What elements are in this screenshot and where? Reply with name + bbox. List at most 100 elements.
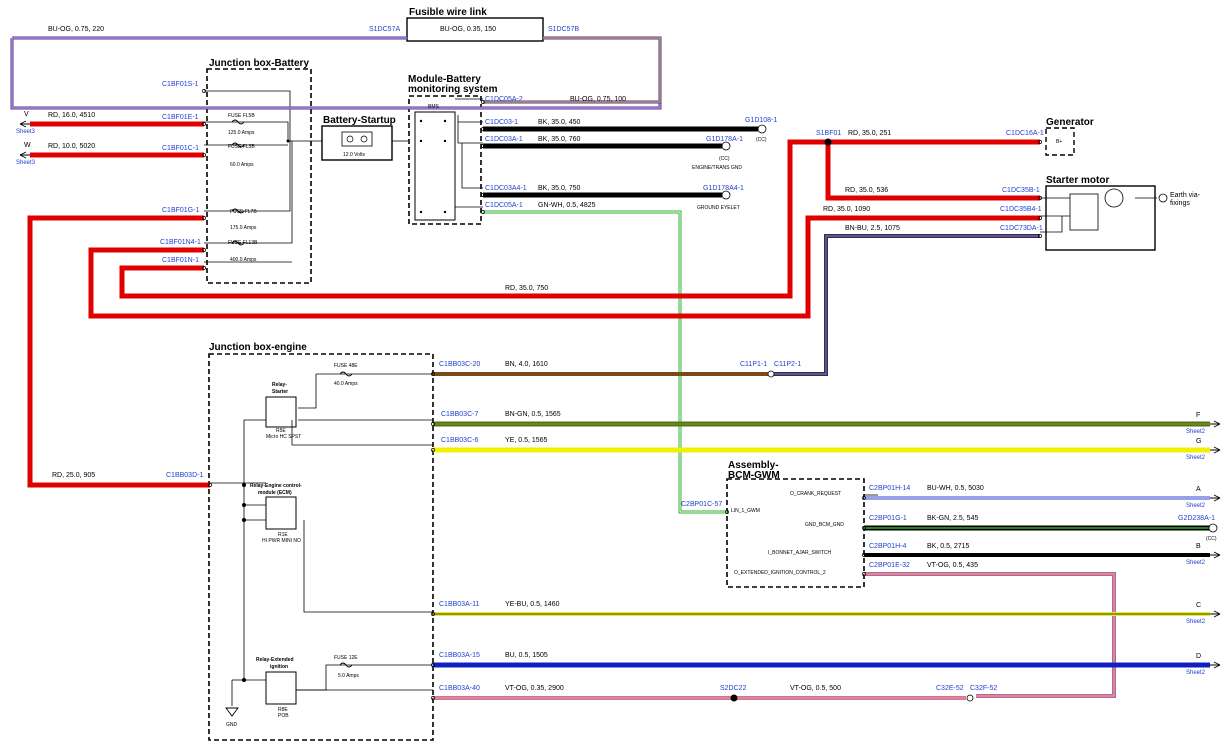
offpage-d: D bbox=[1196, 653, 1201, 660]
pin-c1bb03a40: C1BB03A-40 bbox=[439, 685, 480, 692]
pin-c1bf01g: C1BF01G-1 bbox=[162, 207, 199, 214]
relay-ecm-title-1: Relay-Engine control- bbox=[250, 483, 302, 489]
wire-label-fusible: BU-OG, 0.35, 150 bbox=[440, 26, 496, 33]
wire-label-vtog500: VT-OG, 0.5, 500 bbox=[790, 685, 841, 692]
pin-c1bf01n: C1BF01N-1 bbox=[162, 257, 199, 264]
pin-c1bb03d: C1BB03D-1 bbox=[166, 472, 203, 479]
fuse-48e-rating: 40.0 Amps bbox=[334, 381, 358, 387]
cc-label-1: (CC) bbox=[756, 137, 767, 143]
offpage-w: W bbox=[24, 142, 31, 149]
connector-markers bbox=[202, 89, 1042, 700]
wire-label-bu1505: BU, 0.5, 1505 bbox=[505, 652, 548, 659]
offpage-arrows bbox=[19, 120, 1221, 669]
internal-wiring bbox=[204, 90, 1157, 706]
bms-title-2: monitoring system bbox=[408, 84, 498, 95]
fuse-fl13b-rating: 400.0 Amps bbox=[230, 257, 257, 263]
pin-c1dc03a4: C1DC03A4-1 bbox=[485, 185, 527, 192]
wire-rd-750 bbox=[88, 215, 1040, 319]
jb-battery-title: Junction box-Battery bbox=[209, 58, 309, 69]
offpage-g-sheet[interactable]: Sheet2 bbox=[1186, 455, 1206, 461]
pin-c1bf01s: C1BF01S-1 bbox=[162, 81, 199, 88]
relay-starter-title-1: Relay- bbox=[272, 382, 287, 388]
wire-label-rd905: RD, 25.0, 905 bbox=[52, 472, 95, 479]
earth-label-2: fixings bbox=[1170, 200, 1190, 207]
signal-lin: LIN_1_GWM bbox=[731, 508, 760, 514]
splice-dots bbox=[242, 138, 832, 702]
pin-c1bb03c20: C1BB03C-20 bbox=[439, 361, 480, 368]
pin-c2bp01c57: C2BP01C-57 bbox=[681, 501, 722, 508]
gnd-label: GND bbox=[226, 722, 238, 728]
battery-startup-box bbox=[321, 125, 393, 161]
pin-c2bp01g1: C2BP01G-1 bbox=[869, 515, 907, 522]
pin-c1dc16a: C1DC16A-1 bbox=[1006, 130, 1044, 137]
relay-starter-title-2: Starter bbox=[272, 389, 288, 395]
junction-box-battery bbox=[206, 68, 312, 284]
wire-rd-536 bbox=[825, 142, 1040, 201]
pin-c1dc35b4: C1DC35B4-1 bbox=[1000, 206, 1042, 213]
wire-label-vtog435: VT-OG, 0.5, 435 bbox=[927, 562, 978, 569]
wire-bu-og-150-stripe bbox=[483, 37, 661, 103]
fuse-fl5b-label: FUSE FL5B bbox=[228, 113, 255, 119]
wire-bu-og-220-stripe bbox=[11, 37, 661, 109]
pin-c2bp01e32: C2BP01E-32 bbox=[869, 562, 910, 569]
wire-rd-400a bbox=[119, 139, 1040, 299]
pin-c32e52: C32E-52 bbox=[936, 685, 964, 692]
pin-c2bp01h14: C2BP01H-14 bbox=[869, 485, 910, 492]
relay-ign-code: R8E bbox=[278, 707, 288, 713]
wire-label-buwh: BU-WH, 0.5, 5030 bbox=[927, 485, 984, 492]
battery-cell-icon bbox=[341, 131, 373, 147]
offpage-c-sheet[interactable]: Sheet2 bbox=[1186, 619, 1206, 625]
wire-label-bngn: BN-GN, 0.5, 1565 bbox=[505, 411, 561, 418]
offpage-v-sheet[interactable]: Sheet3 bbox=[16, 129, 36, 135]
fusible-link-box bbox=[406, 17, 544, 42]
starter-motor-box bbox=[1045, 185, 1156, 251]
pin-c1dc35b: C1DC35B-1 bbox=[1002, 187, 1040, 194]
pin-c1bf01c1: C1BF01C-1 bbox=[162, 145, 199, 152]
pin-c1dc03a: C1DC03A-1 bbox=[485, 136, 523, 143]
pin-c1bf01n4: C1BF01N4-1 bbox=[160, 239, 201, 246]
bms-inner-box bbox=[414, 111, 456, 221]
earth-label-1: Earth via- bbox=[1170, 192, 1201, 199]
pin-c1bf01e: C1BF01E-1 bbox=[162, 114, 199, 121]
signal-bonnet: I_BONNET_AJAR_SWITCH bbox=[768, 550, 831, 556]
offpage-w-sheet[interactable]: Sheet3 bbox=[16, 160, 36, 166]
offpage-v: V bbox=[24, 111, 29, 118]
generator-box bbox=[1045, 127, 1075, 156]
offpage-d-sheet[interactable]: Sheet2 bbox=[1186, 670, 1206, 676]
pin-s2dc22: S2DC22 bbox=[720, 685, 747, 692]
generator-title: Generator bbox=[1046, 117, 1094, 128]
wire-bn-bu-stripe bbox=[774, 235, 1040, 375]
pin-c2bp01h4: C2BP01H-4 bbox=[869, 543, 906, 550]
pin-c1dc03: C1DC03-1 bbox=[485, 119, 518, 126]
wire-bu-og-150 bbox=[483, 36, 662, 104]
pin-c1bb03c7: C1BB03C-7 bbox=[441, 411, 478, 418]
relay-starter-type: Micro HC SPST bbox=[266, 434, 301, 440]
wire-label-536: RD, 35.0, 536 bbox=[845, 187, 888, 194]
offpage-b-sheet[interactable]: Sheet2 bbox=[1186, 560, 1206, 566]
engine-trans-gnd-label: ENGINE/TRANS GND bbox=[692, 165, 742, 171]
generator-terminal: B+ bbox=[1056, 139, 1062, 145]
starter-motor-title: Starter motor bbox=[1046, 175, 1109, 186]
offpage-g: G bbox=[1196, 438, 1201, 445]
fuse-fl13b-label: FUSE FL13B bbox=[228, 240, 258, 246]
pin-c1bb03a15: C1BB03A-15 bbox=[439, 652, 480, 659]
relay-ecm-icon bbox=[265, 496, 297, 530]
pin-c11p2: C11P2-1 bbox=[774, 361, 801, 368]
wire-label-v: RD, 16.0, 4510 bbox=[48, 112, 95, 119]
wire-label-g1d178a: BK, 35.0, 760 bbox=[538, 136, 581, 143]
bcm-title-2: BCM-GWM bbox=[728, 470, 780, 481]
wire-label-bms-in: BU-OG, 0.75, 100 bbox=[570, 96, 626, 103]
pin-c32f52: C32F-52 bbox=[970, 685, 997, 692]
offpage-f-sheet[interactable]: Sheet2 bbox=[1186, 429, 1206, 435]
signal-gnd-bcm: GND_BCM_GND bbox=[805, 522, 844, 528]
wire-label-ye: YE, 0.5, 1565 bbox=[505, 437, 548, 444]
pin-c1dc05a2: C1DC05A-2 bbox=[485, 96, 523, 103]
pin-g1d108: G1D108-1 bbox=[745, 117, 777, 124]
wire-label-w: RD, 10.0, 5020 bbox=[48, 143, 95, 150]
offpage-a-sheet[interactable]: Sheet2 bbox=[1186, 503, 1206, 509]
relay-ign-icon bbox=[265, 671, 297, 705]
battery-plus-icon bbox=[360, 135, 368, 143]
wire-label-bkgn: BK-GN, 2.5, 545 bbox=[927, 515, 978, 522]
gnd-icon bbox=[225, 707, 239, 717]
wire-label-g1d178a4: BK, 35.0, 750 bbox=[538, 185, 581, 192]
